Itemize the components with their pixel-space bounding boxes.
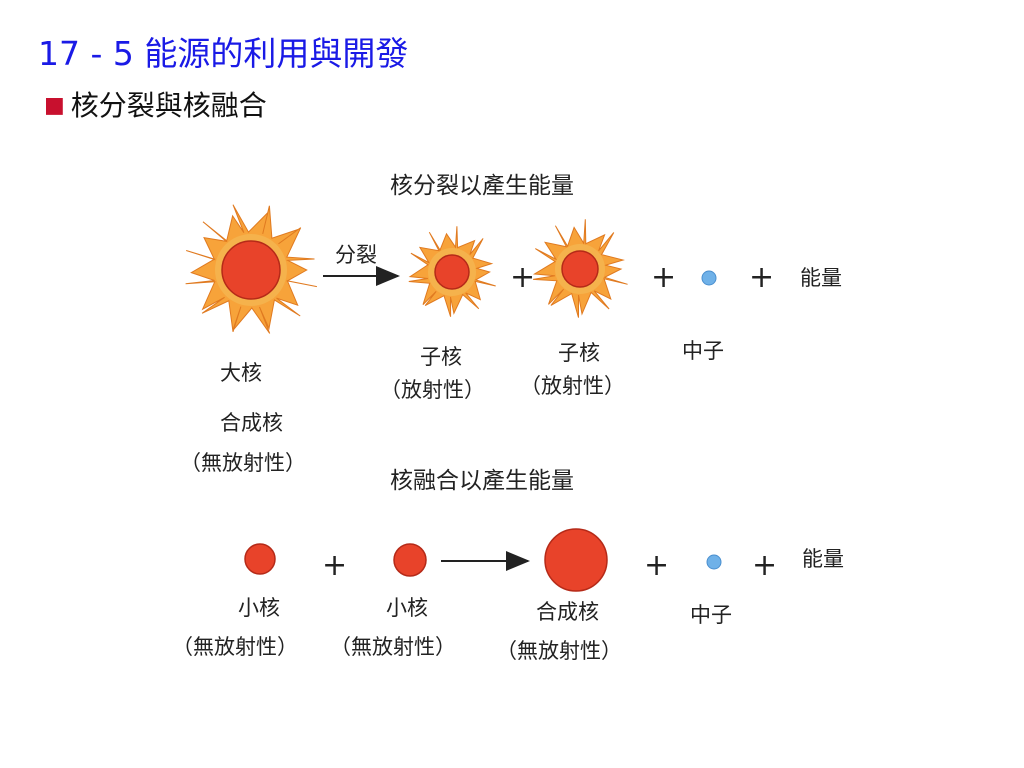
small-nucleus-label: 小核	[238, 596, 280, 620]
plus-sign: +	[644, 548, 669, 583]
neutron-particle	[706, 554, 722, 570]
neutron-particle	[701, 270, 717, 286]
daughter-nucleus	[532, 219, 628, 318]
square-bullet-icon: ■	[44, 93, 65, 118]
plus-sign: +	[749, 260, 774, 295]
compound-nucleus	[544, 528, 608, 592]
compound-nucleus-label: 合成核	[536, 600, 599, 624]
radioactive-label: （放射性）	[520, 374, 625, 398]
neutron-label: 中子	[690, 603, 732, 627]
fission-heading: 核分裂以產生能量	[390, 173, 574, 199]
compound-nucleus-label: 合成核	[220, 411, 283, 435]
plus-sign: +	[651, 260, 676, 295]
plus-sign: +	[510, 260, 535, 295]
non-radioactive-label: （無放射性）	[172, 635, 298, 659]
non-radioactive-label: （無放射性）	[496, 639, 622, 663]
small-nucleus	[244, 543, 276, 575]
section-heading: ■核分裂與核融合	[44, 88, 267, 124]
daughter-nucleus-label: 子核	[420, 345, 462, 369]
neutron-label: 中子	[682, 339, 724, 363]
big-nucleus-label: 大核	[220, 361, 262, 385]
big-nucleus	[185, 204, 317, 334]
slide-title: 17 - 5 能源的利用與開發	[38, 34, 409, 73]
non-radioactive-label: （無放射性）	[330, 635, 456, 659]
small-nucleus-label: 小核	[386, 596, 428, 620]
plus-sign: +	[752, 548, 777, 583]
energy-label: 能量	[800, 266, 842, 290]
radioactive-label: （放射性）	[380, 378, 485, 402]
daughter-nucleus	[408, 226, 496, 317]
section-heading-text: 核分裂與核融合	[70, 89, 267, 122]
fusion-heading: 核融合以產生能量	[390, 468, 574, 494]
fission-arrow-label: 分裂	[335, 243, 377, 267]
non-radioactive-label: （無放射性）	[180, 451, 306, 475]
small-nucleus	[393, 543, 427, 577]
daughter-nucleus-label: 子核	[558, 341, 600, 365]
plus-sign: +	[322, 548, 347, 583]
energy-label: 能量	[802, 547, 844, 571]
